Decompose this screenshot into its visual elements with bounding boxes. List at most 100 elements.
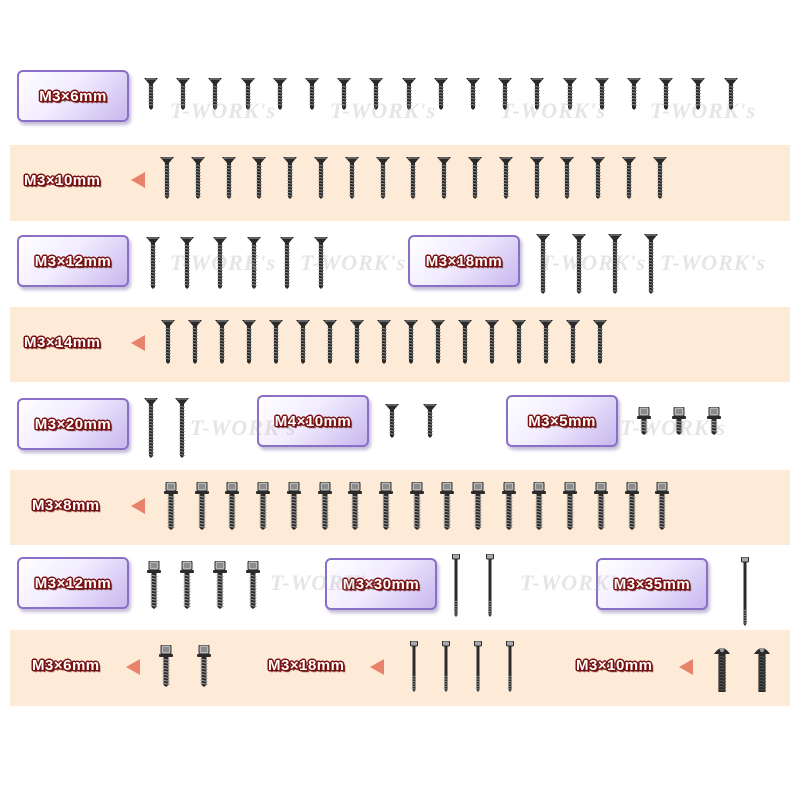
screw-icon <box>566 320 580 364</box>
screw-icon <box>593 482 608 530</box>
label-m3x18mm: M3×18mm <box>425 252 503 270</box>
screw-icon <box>637 407 651 435</box>
screw-icon <box>377 320 391 364</box>
label-box-m3x35mm: M3×35mm <box>596 558 708 610</box>
screw-icon <box>144 78 158 110</box>
screw-icon <box>452 554 460 617</box>
label-box-m3x30mm: M3×30mm <box>325 558 437 610</box>
screw-icon <box>221 157 236 199</box>
watermark-10: T-WORK's <box>520 570 627 595</box>
screw-icon <box>350 320 364 364</box>
screw-icon <box>433 78 448 110</box>
screw-icon <box>506 641 514 692</box>
band-bottom <box>10 630 790 706</box>
screw-icon <box>242 320 256 364</box>
screw-icon <box>323 320 337 364</box>
screw-icon <box>144 398 158 458</box>
label-box-m3x12mm-flange: M3×12mm <box>17 557 129 609</box>
screw-icon <box>146 237 160 289</box>
screw-icon <box>591 157 606 199</box>
screw-icon <box>437 157 452 199</box>
screw-icon <box>440 482 455 530</box>
screw-icon <box>406 157 421 199</box>
screw-icon <box>486 554 494 617</box>
watermark-7: T-WORK's <box>500 98 607 123</box>
screw-icon <box>498 78 513 110</box>
label-m3x12mm: M3×12mm <box>34 252 112 270</box>
screw-icon <box>375 157 390 199</box>
label-box-m3x6mm: M3×6mm <box>17 70 129 122</box>
screw-icon <box>431 320 445 364</box>
arrow-m3x8mm <box>131 498 145 514</box>
arrow-m3x6mm-flange <box>126 659 140 675</box>
screw-icon <box>536 234 550 294</box>
screw-icon <box>225 482 240 530</box>
screw-icon <box>627 78 641 110</box>
label-m3x5mm: M3×5mm <box>528 412 596 430</box>
screw-icon <box>474 641 482 692</box>
screw-icon <box>337 78 352 110</box>
label-m3x10mm-button: M3×10mm <box>576 657 653 674</box>
screw-icon <box>369 78 384 110</box>
screw-icon <box>194 482 209 530</box>
screw-icon <box>659 78 674 110</box>
screw-icon <box>572 234 586 294</box>
band-m3x14mm <box>10 307 790 382</box>
screw-icon <box>593 320 607 364</box>
label-m3x20mm: M3×20mm <box>34 415 112 433</box>
label-m3x14mm: M3×14mm <box>24 334 101 351</box>
screw-icon <box>652 157 667 199</box>
watermark-5: T-WORK's <box>170 98 277 123</box>
screw-icon <box>741 557 749 626</box>
screw-icon <box>512 320 526 364</box>
screw-icon <box>404 320 418 364</box>
screw-icon <box>409 482 424 530</box>
screw-icon <box>754 647 770 692</box>
screw-icon <box>691 78 706 110</box>
label-m3x18mm-thin: M3×18mm <box>268 657 345 674</box>
screw-icon <box>530 78 545 110</box>
screw-icon <box>176 78 191 110</box>
screw-icon <box>164 482 178 530</box>
screw-icon <box>501 482 516 530</box>
screw-icon <box>560 157 575 199</box>
screw-icon <box>314 237 328 289</box>
label-m3x30mm: M3×30mm <box>342 575 420 593</box>
screw-icon <box>714 647 730 692</box>
screw-icon <box>529 157 544 199</box>
screw-icon <box>624 482 639 530</box>
screw-icon <box>385 404 399 438</box>
screw-icon <box>175 398 189 458</box>
screw-icon <box>723 78 738 110</box>
arrow-m3x14mm <box>131 335 145 351</box>
screw-icon <box>594 78 609 110</box>
label-m3x10mm: M3×10mm <box>24 172 101 189</box>
screw-icon <box>314 157 328 199</box>
screw-icon <box>655 482 670 530</box>
watermark-8: T-WORK's <box>650 98 757 123</box>
screw-icon <box>147 561 161 609</box>
band-m3x10mm <box>10 145 790 221</box>
watermark-11: T-WORK's <box>620 415 727 440</box>
screw-icon <box>286 482 301 530</box>
watermark-2: T-WORK's <box>300 250 407 275</box>
screw-icon <box>305 78 319 110</box>
label-m3x6mm: M3×6mm <box>39 87 107 105</box>
screw-icon <box>208 78 223 110</box>
screw-icon <box>707 407 721 435</box>
screw-icon <box>180 561 194 609</box>
screw-icon <box>458 320 472 364</box>
screw-icon <box>563 482 578 530</box>
screw-icon <box>160 157 174 199</box>
screw-icon <box>256 482 271 530</box>
screw-icon <box>485 320 499 364</box>
screw-icon <box>246 561 260 609</box>
screw-icon <box>539 320 553 364</box>
label-box-m3x18mm: M3×18mm <box>408 235 520 287</box>
screw-icon <box>442 641 450 692</box>
screw-icon <box>213 237 228 289</box>
label-m4x10mm: M4×10mm <box>274 412 352 430</box>
watermark-9: T-WORK's <box>270 570 377 595</box>
screw-icon <box>188 320 202 364</box>
screw-icon <box>161 320 175 364</box>
